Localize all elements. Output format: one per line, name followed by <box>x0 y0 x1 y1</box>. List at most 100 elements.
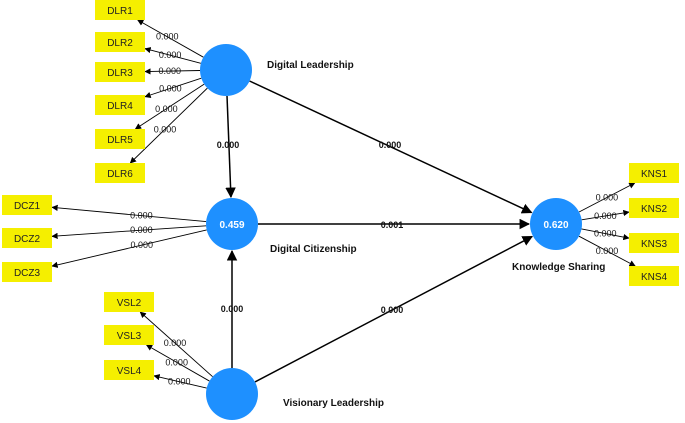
latent-r-squared: 0.459 <box>219 220 244 231</box>
path-pvalue-dc-ks: 0.001 <box>381 220 404 230</box>
indicator-box <box>95 62 145 82</box>
indicator-kns3[interactable]: KNS3 <box>629 233 679 253</box>
indicator-dlr4[interactable]: DLR4 <box>95 95 145 115</box>
latent-digital-leadership[interactable]: Digital Leadership <box>200 44 354 96</box>
latent-name: Digital Leadership <box>267 60 354 71</box>
indicator-label: VSL3 <box>117 331 142 342</box>
indicator-vsl3[interactable]: VSL3 <box>104 325 154 345</box>
indicator-pvalue-dlr5: 0.000 <box>155 104 178 114</box>
indicator-box <box>95 95 145 115</box>
indicator-pvalue-dcz1: 0.000 <box>130 211 153 221</box>
indicator-kns4[interactable]: KNS4 <box>629 266 679 286</box>
indicator-kns1[interactable]: KNS1 <box>629 163 679 183</box>
indicator-edge-kns3 <box>581 228 630 241</box>
indicator-edge-vsl2 <box>139 311 213 378</box>
path-pvalue-vl-dc: 0.000 <box>221 304 244 314</box>
indicator-pvalue-dlr6: 0.000 <box>154 124 177 134</box>
indicator-pvalue-vsl4: 0.000 <box>168 377 191 387</box>
latent-name: Knowledge Sharing <box>512 262 605 273</box>
indicator-pvalue-vsl2: 0.000 <box>164 338 187 348</box>
indicator-pvalue-dcz2: 0.000 <box>130 225 153 235</box>
indicator-label: DCZ3 <box>14 268 41 279</box>
indicator-label: VSL4 <box>117 366 142 377</box>
indicator-box <box>95 163 145 183</box>
indicator-dcz3[interactable]: DCZ3 <box>2 262 52 282</box>
latent-name: Visionary Leadership <box>283 398 384 409</box>
indicator-box <box>629 233 679 253</box>
indicator-label: DLR4 <box>107 101 133 112</box>
indicator-label: VSL2 <box>117 298 142 309</box>
indicator-edge-dlr6 <box>129 87 208 164</box>
indicator-dcz2[interactable]: DCZ2 <box>2 228 52 248</box>
indicator-dlr1[interactable]: DLR1 <box>95 0 145 20</box>
indicator-label: DLR3 <box>107 68 133 79</box>
indicator-pvalue-kns2: 0.000 <box>594 211 617 221</box>
indicator-dlr6[interactable]: DLR6 <box>95 163 145 183</box>
indicator-kns2[interactable]: KNS2 <box>629 198 679 218</box>
indicator-box <box>2 262 52 282</box>
indicator-label: KNS4 <box>641 272 668 283</box>
indicator-label: DLR5 <box>107 135 133 146</box>
indicator-edge-kns1 <box>578 182 636 213</box>
latent-visionary-leadership[interactable]: Visionary Leadership <box>206 368 384 420</box>
indicator-label: KNS3 <box>641 239 668 250</box>
indicator-vsl2[interactable]: VSL2 <box>104 292 154 312</box>
indicator-label: DCZ1 <box>14 201 41 212</box>
indicator-label: DCZ2 <box>14 234 41 245</box>
indicator-label: KNS2 <box>641 204 668 215</box>
indicator-edge-dcz3 <box>51 229 207 268</box>
indicator-box <box>95 32 145 52</box>
indicator-label: KNS1 <box>641 169 668 180</box>
indicator-box <box>104 292 154 312</box>
indicator-dlr2[interactable]: DLR2 <box>95 32 145 52</box>
indicator-pvalue-kns3: 0.000 <box>594 229 617 239</box>
indicator-pvalue-dlr4: 0.000 <box>159 83 182 93</box>
indicator-vsl4[interactable]: VSL4 <box>104 360 154 380</box>
indicator-label: DLR2 <box>107 38 133 49</box>
indicator-edge-dlr1 <box>137 19 204 58</box>
indicator-box <box>629 266 679 286</box>
indicator-box <box>629 163 679 183</box>
indicator-box <box>2 228 52 248</box>
indicator-edge-kns4 <box>578 235 636 267</box>
indicator-edge-dlr4 <box>144 77 202 98</box>
path-pvalue-dl-dc: 0.000 <box>217 140 240 150</box>
indicator-dlr5[interactable]: DLR5 <box>95 129 145 149</box>
indicator-edge-dlr3 <box>144 68 201 75</box>
indicator-edge-vsl3 <box>145 344 210 382</box>
indicator-edge-dcz1 <box>51 204 207 223</box>
indicator-pvalue-dlr2: 0.000 <box>159 50 182 60</box>
indicator-box <box>2 195 52 215</box>
latent-circle <box>200 44 252 96</box>
path-pvalue-dl-ks: 0.000 <box>379 140 402 150</box>
latent-name: Digital Citizenship <box>270 244 357 255</box>
indicator-pvalue-vsl3: 0.000 <box>165 357 188 367</box>
indicator-label: DLR6 <box>107 169 133 180</box>
indicator-pvalue-dlr3: 0.000 <box>158 66 181 76</box>
indicator-box <box>95 0 145 20</box>
indicator-box <box>104 325 154 345</box>
indicator-box <box>629 198 679 218</box>
latent-r-squared: 0.620 <box>543 220 568 231</box>
latent-circle <box>206 198 258 250</box>
indicator-edge-vsl4 <box>153 374 207 389</box>
indicator-pvalue-dlr1: 0.000 <box>156 32 179 42</box>
latent-circle <box>530 198 582 250</box>
indicator-box <box>95 129 145 149</box>
indicator-edge-dlr2 <box>144 47 201 64</box>
path-vl-to-ks <box>254 235 534 383</box>
indicator-pvalue-dcz3: 0.000 <box>130 240 153 250</box>
indicator-pvalue-kns4: 0.000 <box>596 246 619 256</box>
indicator-label: DLR1 <box>107 6 133 17</box>
indicator-edge-kns2 <box>581 209 630 221</box>
indicator-dlr3[interactable]: DLR3 <box>95 62 145 82</box>
path-pvalue-vl-ks: 0.000 <box>381 305 404 315</box>
indicator-pvalue-kns1: 0.000 <box>596 192 619 202</box>
indicator-dcz1[interactable]: DCZ1 <box>2 195 52 215</box>
indicator-edge-dlr5 <box>134 83 205 130</box>
indicator-edge-dcz2 <box>51 225 207 240</box>
